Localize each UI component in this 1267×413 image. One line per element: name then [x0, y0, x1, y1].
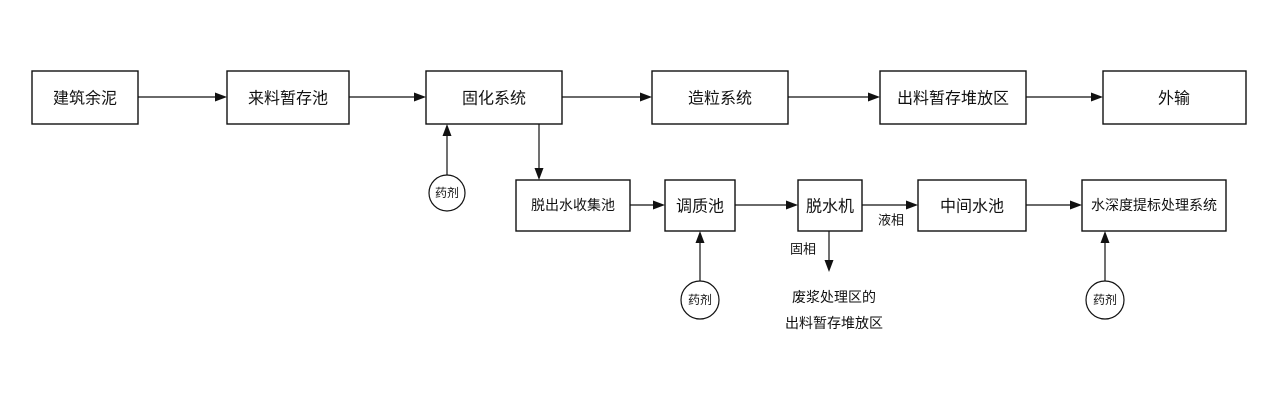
- output-feijiang-line1: 废浆处理区的: [792, 290, 876, 306]
- node-tuochu-shui-shouji-chi: 脱出水收集池: [515, 179, 631, 232]
- arrow-jianzhu-to-laiiao: [138, 92, 227, 102]
- node-zaoli-xitong: 造粒系统: [651, 70, 789, 125]
- reagent-label: 药剂: [1093, 292, 1117, 307]
- arrow-laiiao-to-guhua: [349, 92, 426, 102]
- node-zhongjian-shuichi: 中间水池: [917, 179, 1027, 232]
- node-label: 出料暂存堆放区: [897, 89, 1009, 108]
- node-label: 造粒系统: [688, 89, 752, 108]
- node-shui-shendu-tibiao-chuli-xitong: 水深度提标处理系统: [1081, 179, 1227, 232]
- arrow-tuochu-to-tiaozhi: [630, 200, 665, 210]
- arrow-tuoshui-solid-out: [824, 231, 834, 272]
- reagent-label: 药剂: [435, 185, 459, 200]
- reagent-label: 药剂: [688, 292, 712, 307]
- node-laiiao-zancun-chi: 来料暂存池: [226, 70, 350, 125]
- node-label: 水深度提标处理系统: [1091, 198, 1217, 214]
- node-label: 来料暂存池: [248, 89, 328, 108]
- node-label: 外输: [1158, 89, 1190, 108]
- node-label: 调质池: [676, 197, 724, 216]
- arrow-zaoli-to-chuliao: [788, 92, 880, 102]
- arrow-guhua-to-tuochu: [534, 124, 544, 180]
- node-waishu: 外输: [1102, 70, 1247, 125]
- edge-label-guxiang: 固相: [790, 243, 816, 258]
- arrow-tuoshui-to-zhongjian: [862, 200, 918, 210]
- output-feijiang-line2: 出料暂存堆放区: [785, 316, 883, 332]
- node-guhua-xitong: 固化系统: [425, 70, 563, 125]
- node-chuliao-zancun-duifangqu: 出料暂存堆放区: [879, 70, 1027, 125]
- arrow-zhongjian-to-shendu: [1026, 200, 1082, 210]
- node-label: 固化系统: [462, 89, 526, 108]
- node-label: 脱水机: [806, 197, 854, 216]
- reagent-tiaozhi: 药剂: [680, 231, 720, 320]
- arrow-tiaozhi-to-tuoshui: [735, 200, 798, 210]
- reagent-shendu: 药剂: [1085, 231, 1125, 320]
- reagent-guhua: 药剂: [428, 124, 466, 212]
- node-label: 脱出水收集池: [531, 197, 615, 214]
- node-label: 中间水池: [940, 197, 1004, 216]
- node-tuoshui-ji: 脱水机: [797, 179, 863, 232]
- node-label: 建筑余泥: [53, 89, 117, 108]
- arrow-guhua-to-zaoli: [562, 92, 652, 102]
- node-jianzhu-yuni: 建筑余泥: [31, 70, 139, 125]
- arrow-chuliao-to-waishu: [1026, 92, 1103, 102]
- node-tiaozhi-chi: 调质池: [664, 179, 736, 232]
- edge-label-yexiang: 液相: [878, 214, 904, 229]
